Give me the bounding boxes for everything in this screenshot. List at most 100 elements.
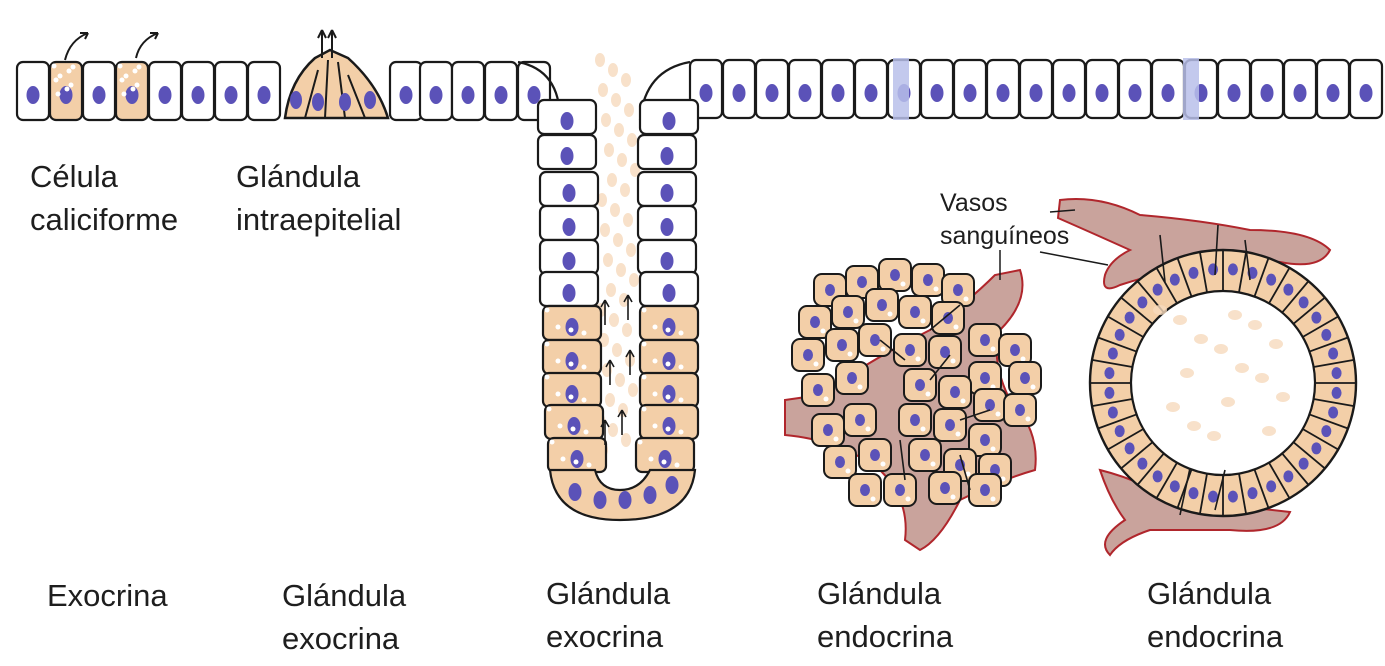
endocrine-cell [909,439,941,471]
nucleus [1108,407,1118,419]
nucleus [865,84,878,102]
endocrine-cell [826,329,858,361]
nucleus [27,86,40,104]
nucleus [594,491,607,509]
endocrine-gland-cluster [785,259,1041,550]
nucleus [799,84,812,102]
nucleus [945,419,955,431]
duct-cell [540,240,598,274]
nucleus [964,84,977,102]
nucleus [1332,387,1342,399]
secretion-droplet [1248,320,1262,330]
duct-cell [538,100,596,134]
nucleus [870,449,880,461]
secretion-droplet [623,213,633,227]
nucleus [1332,367,1342,379]
goblet-cell [116,62,148,120]
nucleus [1030,84,1043,102]
cell-junction [1183,58,1199,120]
secretion-droplet [606,283,616,297]
secretion-droplet [626,243,636,257]
epithelial-cell [987,60,1019,118]
nucleus [563,284,576,302]
nucleus [93,86,106,104]
nucleus [661,218,674,236]
nucleus [1096,84,1109,102]
epithelial-cell [723,60,755,118]
nucleus [847,372,857,384]
secretion-droplet [1166,402,1180,412]
nucleus [661,147,674,165]
nucleus [659,450,672,468]
nucleus [832,84,845,102]
endocrine-cell [859,439,891,471]
nucleus [1321,329,1331,341]
nucleus [1108,347,1118,359]
secretion-droplet [1228,310,1242,320]
nucleus [1360,84,1373,102]
secretion-droplet [607,173,617,187]
nucleus [563,218,576,236]
epithelial-cell [1020,60,1052,118]
secretion-droplet [614,123,624,137]
secretion-droplet [615,373,625,387]
epithelial-cell [1119,60,1151,118]
secretion-droplet [616,263,626,277]
nucleus [619,491,632,509]
secretion-droplet [621,73,631,87]
nucleus [1327,84,1340,102]
epithelial-cell [452,62,484,120]
epithelial-cell [1218,60,1250,118]
nucleus [661,184,674,202]
nucleus [563,184,576,202]
epithelial-cell [1152,60,1184,118]
epithelial-cell [954,60,986,118]
duct-cell [638,240,696,274]
secretory-cell [640,306,698,340]
nucleus [1299,458,1309,470]
nucleus [159,86,172,104]
nucleus [855,414,865,426]
nucleus [980,372,990,384]
nucleus [1228,84,1241,102]
follicle-lumen [1131,291,1315,475]
secretion-droplet [608,423,618,437]
nucleus [663,352,676,370]
endocrine-cell [904,369,936,401]
epithelial-cell [17,62,49,120]
epithelial-cell [485,62,517,120]
nucleus [663,385,676,403]
nucleus [1104,367,1114,379]
endocrine-cell [824,446,856,478]
epithelial-cell [855,60,887,118]
nucleus [1063,84,1076,102]
endocrine-cell [1004,394,1036,426]
secretion-droplet [611,93,621,107]
endocrine-cell [939,376,971,408]
secretion-droplet [1207,431,1221,441]
nucleus [920,449,930,461]
nucleus [1208,263,1218,275]
nucleus [985,399,995,411]
endocrine-cell [929,472,961,504]
nucleus [561,112,574,130]
endocrine-cell [894,334,926,366]
endocrine-cell [849,474,881,506]
intraepithelial-gland [285,30,388,118]
secretion-droplet [1235,363,1249,373]
nucleus [733,84,746,102]
nucleus [663,318,676,336]
nucleus [940,482,950,494]
secretory-cell [543,340,601,374]
nucleus [663,284,676,302]
epithelial-cell [215,62,247,120]
nucleus [857,276,867,288]
nucleus [569,483,582,501]
endocrine-cell [899,404,931,436]
endocrine-cell [844,404,876,436]
nucleus [1125,312,1135,324]
nucleus [1125,442,1135,454]
duct-cell [538,135,596,169]
nucleus [1266,274,1276,286]
